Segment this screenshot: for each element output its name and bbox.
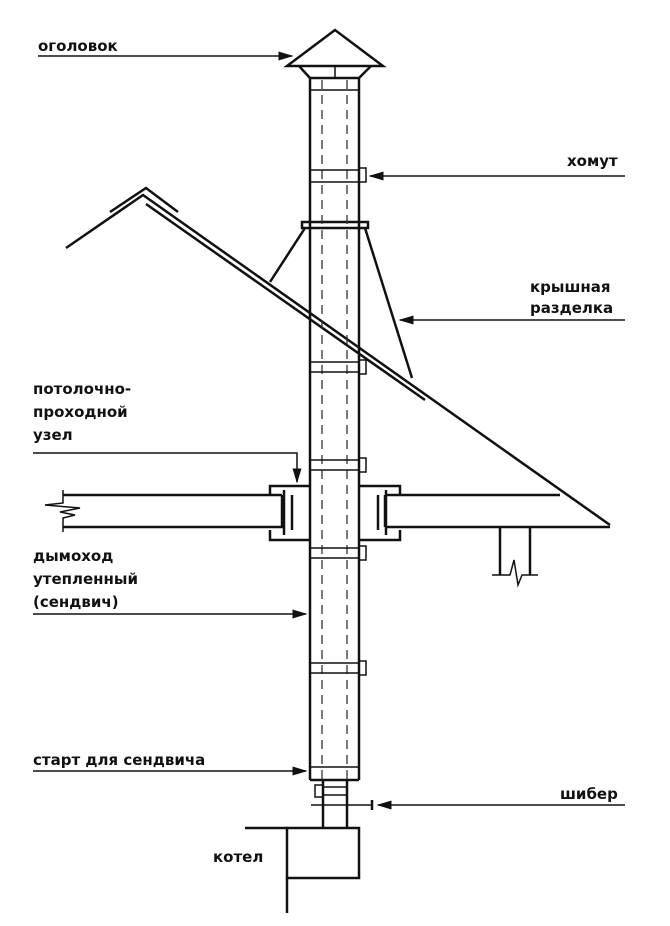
- label-clamp: хомут: [567, 152, 618, 170]
- label-cap: оголовок: [38, 37, 118, 55]
- label-roof-cut-1: крышная: [530, 278, 611, 296]
- clamp: [309, 660, 367, 676]
- label-start: старт для сендвича: [33, 751, 205, 769]
- label-ceiling-unit-1: потолочно-: [33, 380, 131, 398]
- label-ceiling-unit-3: узел: [33, 426, 73, 444]
- label-damper: шибер: [560, 785, 618, 803]
- clamp: [309, 545, 367, 561]
- chimney-pipe: [308, 76, 361, 782]
- roof-cut-flashing: [268, 220, 414, 379]
- ceiling-pass-through-unit: [268, 484, 402, 542]
- leader-arrow: [33, 452, 302, 484]
- boiler: [285, 826, 361, 880]
- clamps: [309, 167, 367, 676]
- label-chimney-1: дымоход: [33, 547, 113, 565]
- clamp: [309, 167, 367, 183]
- chimney-cap: [283, 28, 387, 79]
- label-chimney-3: (сендвич): [33, 593, 119, 611]
- label-ceiling-unit-2: проходной: [33, 403, 128, 421]
- roof: [65, 186, 611, 527]
- label-chimney-2: утепленный: [33, 570, 138, 588]
- clamp: [309, 359, 367, 375]
- boiler-connection: [245, 780, 374, 913]
- clamp: [309, 457, 367, 473]
- label-boiler: котел: [213, 848, 263, 866]
- label-roof-cut-2: разделка: [530, 299, 613, 317]
